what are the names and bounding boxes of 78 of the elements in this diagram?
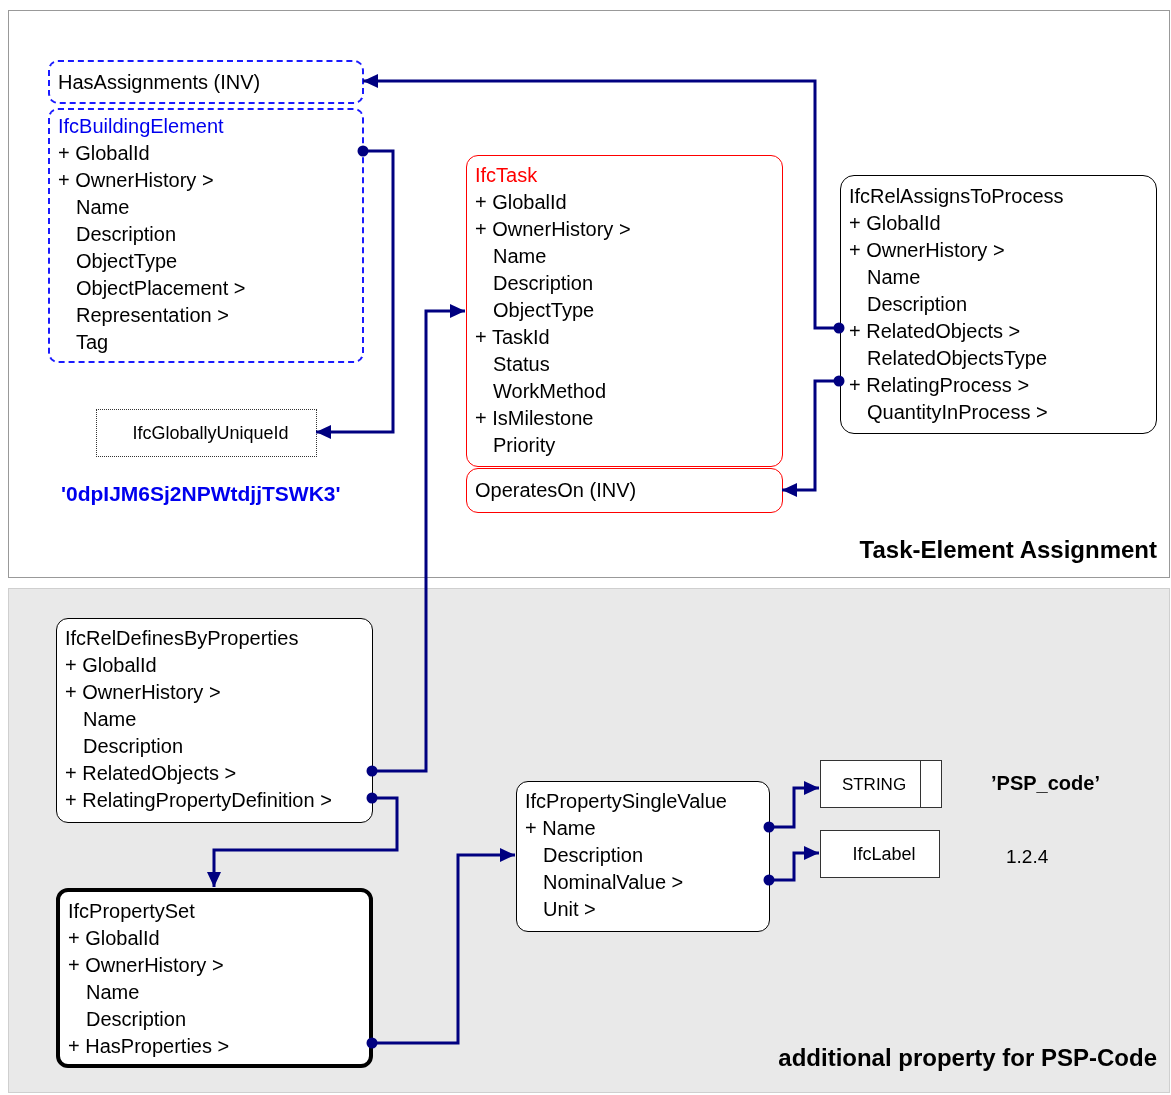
attribute-name: Description xyxy=(82,734,185,759)
entity-box xyxy=(48,108,364,363)
connector-arrow xyxy=(316,145,395,439)
attribute-name: Description xyxy=(75,222,178,247)
attribute-name: ObjectPlacement > xyxy=(75,276,247,301)
attribute-name: Unit > xyxy=(542,897,597,922)
connector-arrow xyxy=(782,375,845,497)
type-name: IfcLabel xyxy=(852,842,916,866)
attribute-name: + HasProperties > xyxy=(68,1034,231,1059)
attribute-name: ObjectType xyxy=(492,298,596,323)
attribute-name: + TaskId xyxy=(475,325,551,350)
attribute-name: Name xyxy=(75,195,131,220)
attribute-name: Representation > xyxy=(75,303,230,328)
attribute-name: + OwnerHistory > xyxy=(65,680,222,705)
entity-name: IfcPropertySingleValue xyxy=(525,789,728,814)
attribute-name: Name xyxy=(866,265,922,290)
attribute-name: + GlobalId xyxy=(475,190,568,215)
section-panel xyxy=(8,10,1170,578)
attribute-name: + RelatingProcess > xyxy=(849,373,1031,398)
connector-arrow xyxy=(207,792,399,887)
attribute-name: RelatedObjectsType xyxy=(866,346,1049,371)
value-text: 1.2.4 xyxy=(1006,846,1049,868)
entity-name: IfcBuildingElement xyxy=(58,114,225,139)
attribute-name: Tag xyxy=(75,330,110,355)
attribute-name: + OwnerHistory > xyxy=(849,238,1006,263)
attribute-name: + GlobalId xyxy=(58,141,151,166)
value-text: ’PSP_code’ xyxy=(991,772,1100,795)
connector-arrow xyxy=(763,846,819,886)
attribute-name: Priority xyxy=(492,433,557,458)
entity-box xyxy=(56,888,373,1068)
entity-box xyxy=(56,618,373,823)
attribute-box xyxy=(466,468,783,513)
type-name: HasAssignments (INV) xyxy=(58,69,261,95)
attribute-name: Description xyxy=(85,1007,188,1032)
type-box xyxy=(96,409,317,457)
entity-box xyxy=(840,175,1157,434)
attribute-name: ObjectType xyxy=(75,249,179,274)
attribute-name: + RelatedObjects > xyxy=(849,319,1022,344)
section-panel xyxy=(8,588,1170,1093)
entity-name: IfcRelAssignsToProcess xyxy=(849,184,1065,209)
attribute-name: NominalValue > xyxy=(542,870,685,895)
type-name: IfcGloballyUniqueId xyxy=(132,421,289,445)
connector-arrow xyxy=(763,781,819,833)
value-text: '0dpIJM6Sj2NPWtdjjTSWK3' xyxy=(61,482,341,506)
type-name: STRING xyxy=(841,773,907,796)
attribute-name: Description xyxy=(542,843,645,868)
attribute-name: + OwnerHistory > xyxy=(68,953,225,978)
attribute-name: + RelatingPropertyDefinition > xyxy=(65,788,333,813)
attribute-name: + Name xyxy=(525,816,597,841)
attribute-name: Name xyxy=(82,707,138,732)
attribute-name: + GlobalId xyxy=(68,926,161,951)
attribute-name: QuantityInProcess > xyxy=(866,400,1049,425)
section-title: additional property for PSP-Code xyxy=(778,1044,1157,1072)
attribute-name: + RelatedObjects > xyxy=(65,761,238,786)
connector-arrow xyxy=(366,304,465,777)
attribute-name: + IsMilestone xyxy=(475,406,595,431)
attribute-name: + OwnerHistory > xyxy=(58,168,215,193)
attribute-name: + OwnerHistory > xyxy=(475,217,632,242)
attribute-name: Name xyxy=(85,980,141,1005)
entity-name: IfcPropertySet xyxy=(68,899,196,924)
attribute-name: Description xyxy=(492,271,595,296)
type-box xyxy=(820,760,942,808)
entity-box xyxy=(466,155,783,467)
connector-arrow xyxy=(366,848,515,1049)
attribute-name: + GlobalId xyxy=(65,653,158,678)
entity-name: IfcRelDefinesByProperties xyxy=(65,626,300,651)
attribute-name: Description xyxy=(866,292,969,317)
connector-arrow xyxy=(363,74,845,334)
attribute-name: Status xyxy=(492,352,551,377)
entity-name: IfcTask xyxy=(475,163,539,188)
type-box xyxy=(820,830,940,878)
attribute-name: WorkMethod xyxy=(492,379,607,404)
type-name: OperatesOn (INV) xyxy=(475,478,637,503)
attribute-name: + GlobalId xyxy=(849,211,942,236)
section-title: Task-Element Assignment xyxy=(859,536,1157,564)
attribute-box xyxy=(48,60,364,104)
entity-box xyxy=(516,781,770,932)
attribute-name: Name xyxy=(492,244,548,269)
